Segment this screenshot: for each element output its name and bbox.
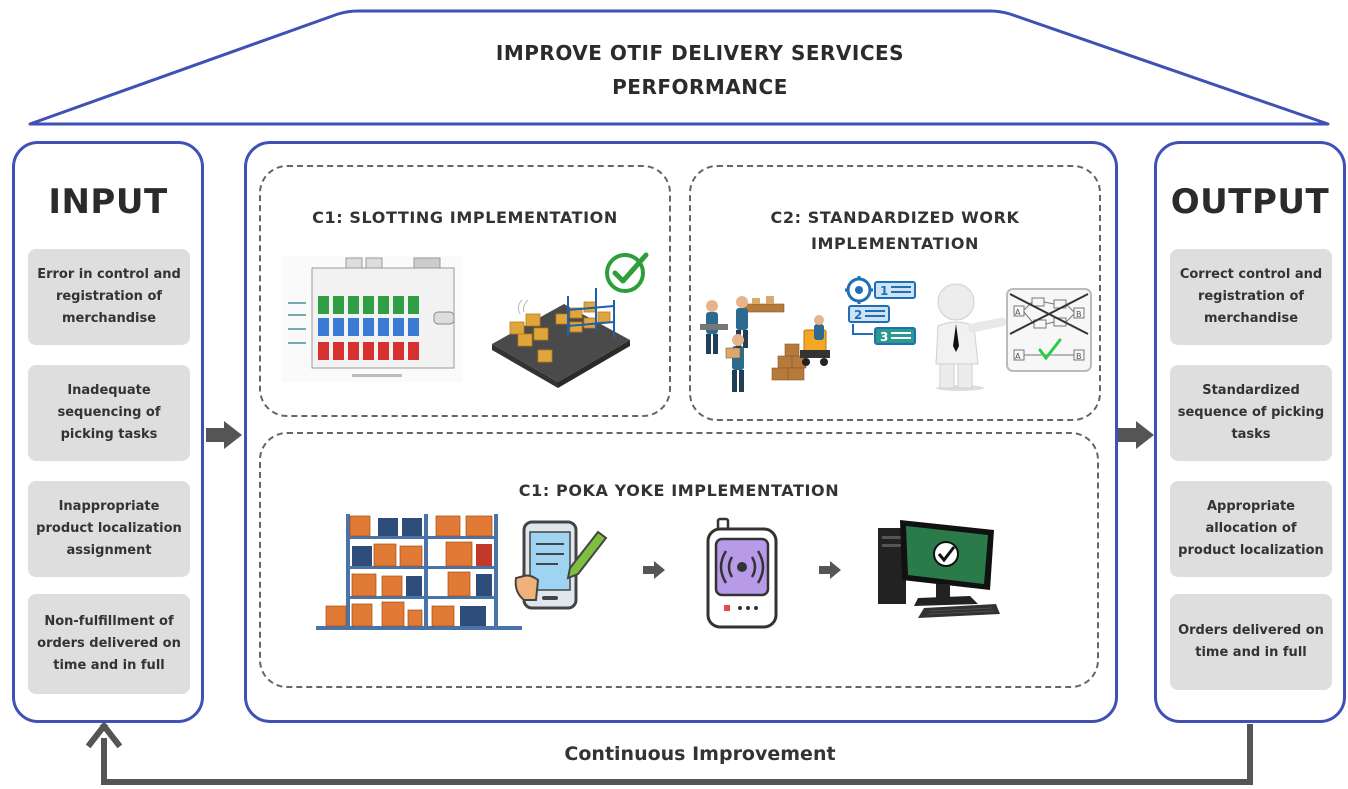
- desktop-computer-icon: [878, 520, 1000, 618]
- input-panel: INPUT Error in control and registration …: [12, 141, 204, 723]
- slotting-title: C1: SLOTTING IMPLEMENTATION: [312, 208, 618, 227]
- input-item-error-control: Error in control and registration of mer…: [28, 249, 190, 345]
- svg-text:3: 3: [880, 330, 888, 344]
- warehouse-shelves-icon: [492, 288, 630, 388]
- svg-text:A: A: [1015, 308, 1021, 317]
- svg-text:2: 2: [854, 308, 862, 322]
- output-title: OUTPUT: [1170, 182, 1330, 222]
- presenter-figure-icon: [935, 283, 1007, 391]
- tablet-checklist-icon: [514, 520, 608, 610]
- standardized-work-title: C2: STANDARDIZED WORK IMPLEMENTATION: [770, 208, 1020, 253]
- warehouse-layout-icon: [282, 256, 462, 382]
- output-item-orders-delivered: Orders delivered on time and in full: [1170, 594, 1332, 690]
- svg-text:1: 1: [880, 284, 888, 298]
- input-item-inadequate-sequencing: Inadequate sequencing of picking tasks: [28, 365, 190, 461]
- output-panel: OUTPUT Correct control and registration …: [1154, 141, 1346, 723]
- workers-illustration-icon: [700, 296, 830, 392]
- storage-rack-icon: [316, 514, 522, 630]
- step-arrow-1: [643, 561, 665, 579]
- output-item-appropriate-allocation: Appropriate allocation of product locali…: [1170, 481, 1332, 577]
- input-item-non-fulfillment: Non-fulfillment of orders delivered on t…: [28, 594, 190, 694]
- input-title: INPUT: [48, 182, 168, 222]
- roof-outline: [28, 9, 1330, 126]
- output-item-correct-control: Correct control and registration of merc…: [1170, 249, 1332, 345]
- output-item-standardized-sequence: Standardized sequence of picking tasks: [1170, 365, 1332, 461]
- check-badge-icon: [605, 252, 649, 293]
- input-item-inappropriate-localization: Inappropriate product localization assig…: [28, 481, 190, 577]
- goal-title: IMPROVE OTIF DELIVERY SERVICES PERFORMAN…: [495, 41, 905, 99]
- process-diagram-icon: A B A B: [1006, 288, 1092, 372]
- continuous-improvement-loop: [85, 721, 1253, 785]
- poka-yoke-title: C1: POKA YOKE IMPLEMENTATION: [518, 481, 840, 500]
- input-to-center-arrow: [206, 421, 242, 449]
- svg-text:B: B: [1076, 310, 1082, 319]
- rfid-scanner-icon: [706, 517, 778, 629]
- continuous-improvement-label: Continuous Improvement: [564, 743, 836, 765]
- process-steps-icon: 1 2 3: [845, 276, 916, 345]
- poka-yoke-box: C1: POKA YOKE IMPLEMENTATION: [259, 432, 1099, 688]
- svg-text:B: B: [1076, 352, 1082, 361]
- center-to-output-arrow: [1118, 421, 1154, 449]
- svg-text:A: A: [1015, 352, 1021, 361]
- step-arrow-2: [819, 561, 841, 579]
